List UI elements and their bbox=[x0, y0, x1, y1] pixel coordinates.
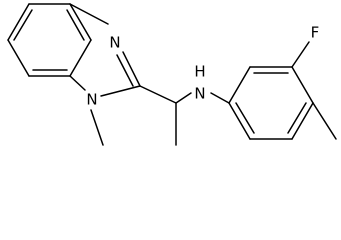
bond-a3-a4 bbox=[291, 66, 314, 104]
bond-b1-b2-inner bbox=[13, 9, 33, 41]
bond-b3-b4-inner bbox=[66, 9, 85, 41]
bond-a1-a2 bbox=[228, 66, 251, 104]
atom-n3-label: N bbox=[109, 34, 120, 52]
bond-n1-c7a bbox=[69, 75, 86, 91]
bond-n1-methyl bbox=[90, 109, 104, 146]
atom-h-label: H bbox=[194, 63, 205, 81]
bond-c3a-n3 bbox=[69, 3, 109, 25]
bond-ch-nh bbox=[175, 92, 192, 104]
atom-f-label: F bbox=[311, 24, 320, 42]
bond-b4-b5 bbox=[69, 39, 92, 77]
bond-b3-b4 bbox=[69, 3, 92, 41]
bond-a4-methyl bbox=[312, 102, 337, 140]
bond-nh-aryl bbox=[210, 92, 230, 104]
bond-b6-b1 bbox=[7, 39, 30, 77]
bond-c2-n1 bbox=[100, 85, 141, 97]
atom-nh-label: N bbox=[194, 85, 205, 103]
bond-n3-c2-double bbox=[116, 54, 134, 87]
bond-c2-ch bbox=[139, 85, 177, 104]
bond-a4-a5-inner bbox=[287, 102, 307, 134]
bond-a6-a1-inner bbox=[235, 102, 255, 134]
molecule-svg: N N N H F bbox=[7, 3, 337, 146]
bond-n3-c2 bbox=[122, 51, 141, 87]
bond-a4-a5 bbox=[291, 102, 314, 140]
bond-a3-f bbox=[291, 41, 310, 68]
bond-b1-b2 bbox=[7, 3, 30, 41]
bond-a6-a1 bbox=[228, 102, 251, 140]
atom-n1-label: N bbox=[86, 91, 97, 109]
molecule-canvas: N N N H F bbox=[7, 3, 337, 146]
bond-layer bbox=[7, 3, 337, 146]
atom-label-layer: N N N H F bbox=[86, 24, 319, 109]
